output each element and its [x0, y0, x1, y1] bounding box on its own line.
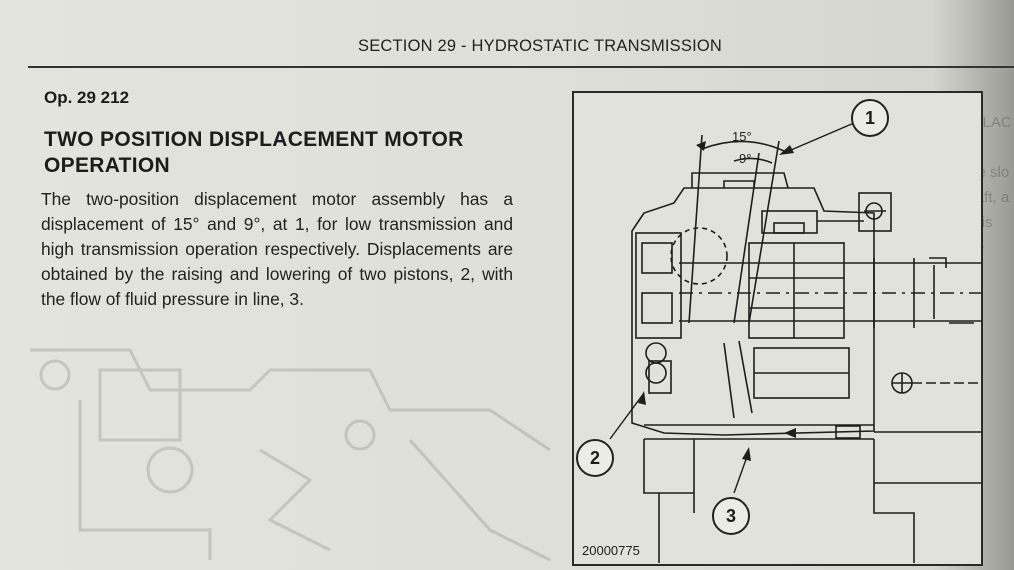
section-header: SECTION 29 - HYDROSTATIC TRANSMISSION: [357, 37, 723, 55]
callout-1: 1: [851, 99, 889, 137]
bleed-through-diagram: [30, 348, 551, 562]
callout-3: 3: [712, 497, 750, 535]
operation-description: The two-position displacement motor asse…: [41, 189, 513, 309]
operation-number: Op. 29 212: [44, 88, 130, 107]
title-line-1: TWO POSITION DISPLACEMENT MOTOR: [44, 128, 464, 151]
title-line-2: OPERATION: [44, 154, 170, 177]
figure-number: 20000775: [582, 543, 640, 558]
motor-cross-section-figure: 15° 9° 1 2 3 20000775: [572, 91, 983, 566]
angle-label-15: 15°: [732, 129, 752, 144]
header-rule: [28, 66, 1014, 68]
motor-drawing: [609, 122, 981, 563]
angle-label-9: 9°: [739, 151, 752, 166]
operation-title: TWO POSITION DISPLACEMENT MOTOR OPERATIO…: [44, 127, 514, 179]
callout-2: 2: [576, 439, 614, 477]
